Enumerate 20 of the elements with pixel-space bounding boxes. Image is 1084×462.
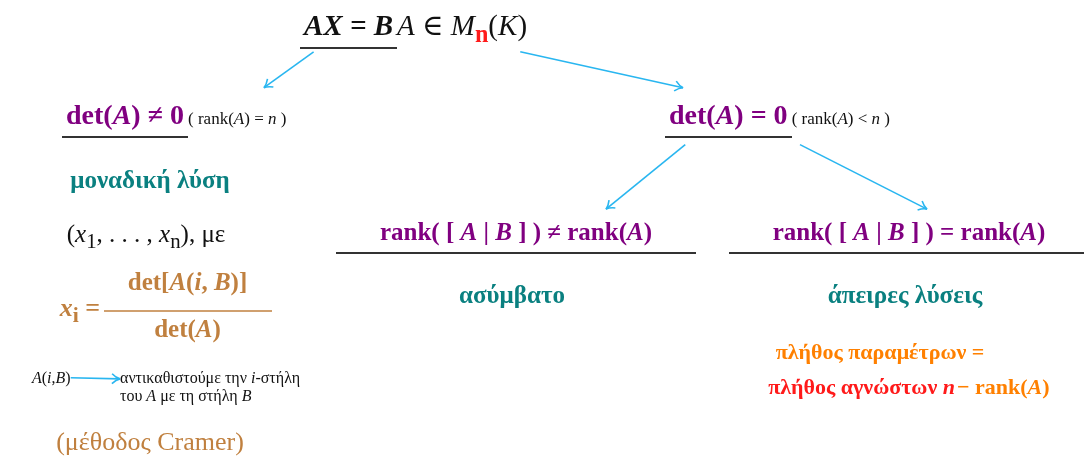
- result-text: μοναδική λύση: [69, 166, 231, 195]
- condition-heading: rank( [ A | B ] ) = rank(A): [729, 218, 1084, 254]
- fraction-denominator: det(A): [153, 315, 222, 344]
- result-text: ασύμβατο: [458, 281, 566, 310]
- rank-note: ( rank(A) = n ): [188, 109, 287, 128]
- method-name: (μέθοδος Cramer): [55, 427, 245, 457]
- solution-vector: (x$_{1}$, . . . , x$_{n}$), με: [65, 220, 227, 254]
- formula-text: − rank(A): [957, 374, 1051, 400]
- formula-text: πλήθος αγνώστων n: [767, 374, 955, 400]
- condition-heading: det(A) ≠ 0: [62, 99, 189, 138]
- condition-heading: det(A) = 0: [665, 99, 792, 138]
- formula-term: x$_{i}$ =: [58, 293, 100, 329]
- formula-text: πλήθος παραμέτρων =: [774, 339, 986, 365]
- note-text: αντικαθιστούμε την i-στήλη του A με τη στήλη B: [120, 369, 310, 405]
- result-text: άπειρες λύσεις: [826, 281, 984, 310]
- condition-heading: rank( [ A | B ] ) ≠ rank(A): [336, 218, 696, 254]
- fraction-numerator: det[A(i, B)]: [126, 268, 249, 297]
- math-term: A(i,B): [32, 369, 71, 387]
- rank-note: ( rank(A) < n ): [791, 109, 890, 128]
- matrix-condition: A ∈ M$_{n}$(K): [397, 9, 528, 41]
